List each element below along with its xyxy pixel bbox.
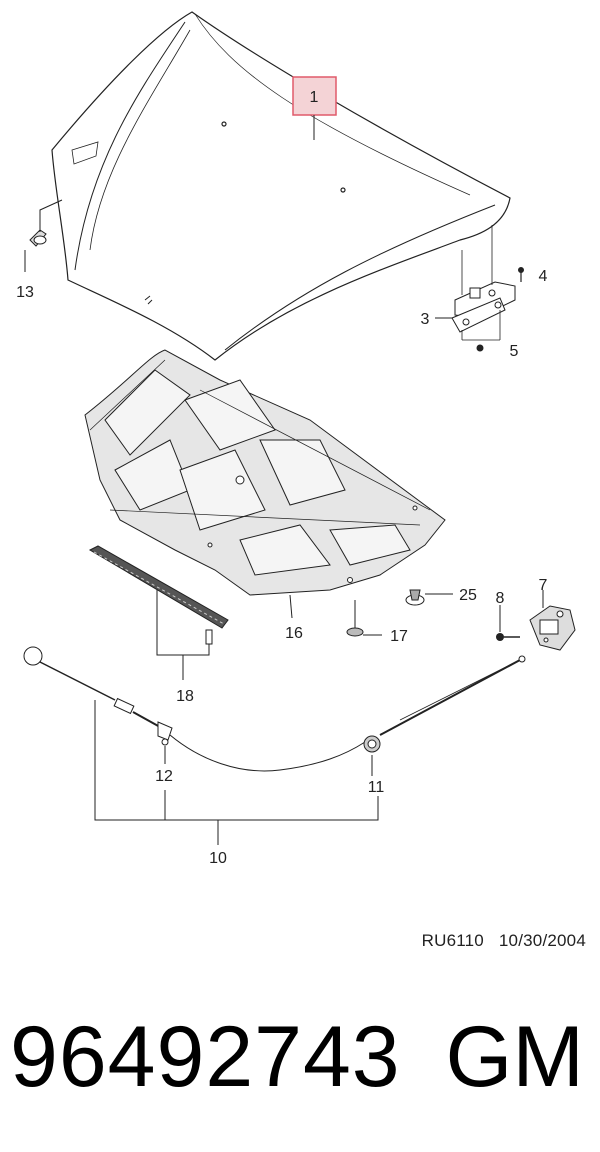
callout-17: 17: [390, 628, 408, 645]
pin-17: [346, 600, 364, 637]
brand-name: GM: [445, 1009, 584, 1105]
hood-panel: [51, 11, 511, 361]
hood-insulator: [84, 349, 446, 596]
callout-12: 12: [155, 768, 173, 785]
seal-strip-18: [88, 545, 229, 645]
bolt-8: [496, 633, 520, 641]
release-cable-10: [23, 646, 526, 772]
callout-7: 7: [539, 577, 548, 594]
callout-18: 18: [176, 688, 194, 705]
hood-hinge: [451, 225, 516, 341]
callout-5: 5: [510, 343, 519, 360]
callout-3: 3: [421, 311, 430, 328]
hood-latch-7: [529, 605, 576, 651]
cable-clip-12: [157, 721, 173, 746]
clip-13: [29, 229, 47, 247]
grommet-11: [363, 735, 381, 753]
reference-date: 10/30/2004: [498, 931, 586, 950]
retainer-25: [405, 589, 425, 606]
bolt-5: [476, 344, 484, 352]
callout-13: 13: [16, 284, 34, 301]
part-number: 96492743: [10, 1009, 401, 1105]
reference-code: RU6110: [421, 931, 484, 950]
callout-11: 11: [368, 779, 385, 796]
callout-25: 25: [459, 587, 477, 604]
diagram-reference: RU6110 10/30/2004: [422, 931, 586, 951]
bolt-4: [518, 267, 524, 282]
callout-4: 4: [539, 268, 548, 285]
callout-1-highlight: [292, 76, 337, 116]
callout-1: 1: [310, 89, 319, 106]
callout-8: 8: [496, 590, 505, 607]
callout-16: 16: [285, 625, 303, 642]
callout-10: 10: [209, 850, 227, 867]
